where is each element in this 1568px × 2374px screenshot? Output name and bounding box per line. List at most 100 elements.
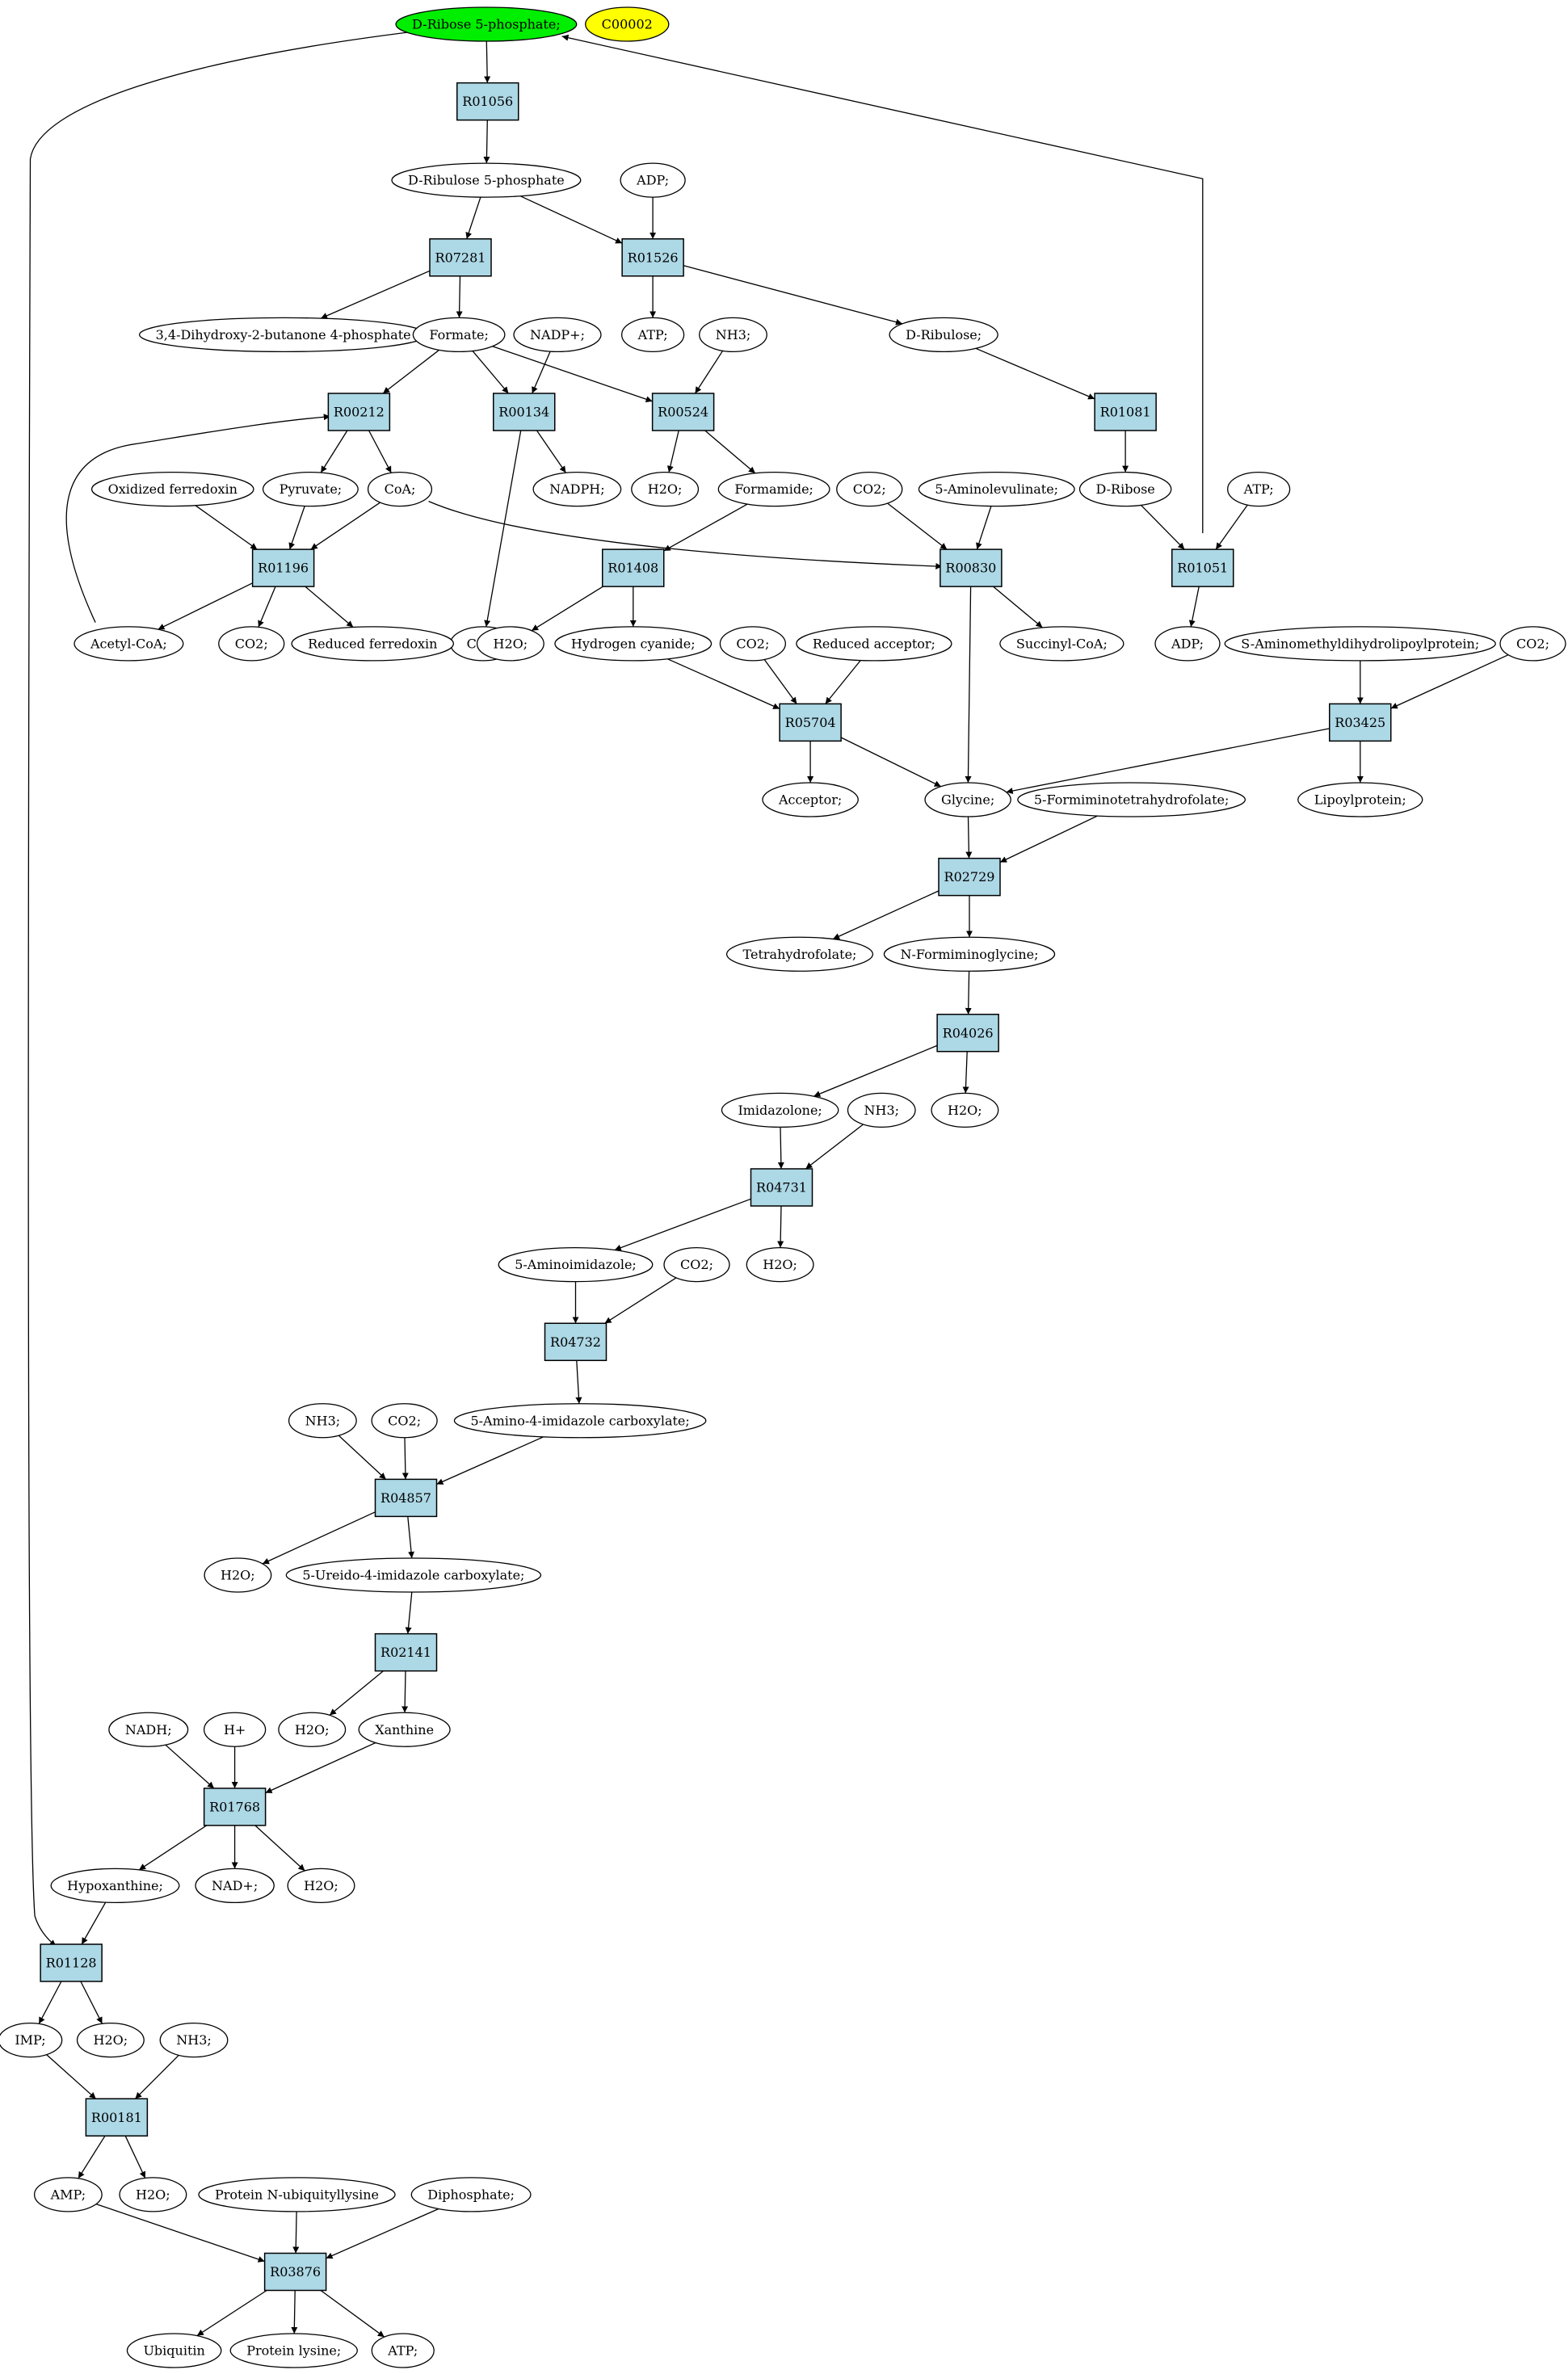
- compound-node-ubiquitin[interactable]: Ubiquitin: [126, 2333, 222, 2368]
- compound-node-nh3-c[interactable]: NH3;: [288, 1403, 357, 1439]
- compound-node-succinylcoa[interactable]: Succinyl-CoA;: [999, 626, 1125, 662]
- compound-label: Lipoylprotein;: [1314, 792, 1406, 808]
- reaction-node-r00830[interactable]: R00830: [940, 548, 1003, 587]
- compound-node-ribulose5p[interactable]: D-Ribulose 5-phosphate: [391, 162, 582, 198]
- compound-node-adp-b[interactable]: ADP;: [1154, 626, 1221, 662]
- compound-node-c00002[interactable]: C00002: [585, 6, 670, 42]
- compound-node-acceptor[interactable]: Acceptor;: [762, 782, 859, 817]
- compound-node-nh3-d[interactable]: NH3;: [159, 2022, 229, 2058]
- reaction-node-r01768[interactable]: R01768: [203, 1788, 267, 1826]
- compound-node-co2-b[interactable]: CO2;: [836, 471, 903, 507]
- edge-r04026-to-imidazolone: [813, 1044, 938, 1097]
- compound-label: 5-Formiminotetrahydrofolate;: [1034, 792, 1230, 808]
- reaction-node-r01526[interactable]: R01526: [621, 238, 684, 277]
- compound-label: ADP;: [636, 173, 669, 188]
- edge-r00212-to-coa: [368, 430, 392, 473]
- reaction-node-r00181[interactable]: R00181: [85, 2098, 149, 2137]
- compound-node-acetylcoa[interactable]: Acetyl-CoA;: [74, 626, 184, 662]
- reaction-node-r01408[interactable]: R01408: [602, 548, 665, 587]
- reaction-node-r00524[interactable]: R00524: [651, 393, 715, 431]
- compound-label: ATP;: [1243, 481, 1274, 497]
- reaction-node-r04732[interactable]: R04732: [544, 1322, 607, 1361]
- compound-node-atp-c[interactable]: ATP;: [371, 2333, 435, 2368]
- compound-node-hcn[interactable]: Hydrogen cyanide;: [554, 626, 713, 662]
- compound-node-aminoimidazole[interactable]: 5-Aminoimidazole;: [498, 1246, 654, 1283]
- compound-node-formiminothf[interactable]: 5-Formiminotetrahydrofolate;: [1017, 782, 1246, 817]
- compound-label: ATP;: [637, 327, 668, 342]
- compound-node-redferredoxin[interactable]: Reduced ferredoxin: [291, 626, 455, 662]
- compound-node-imp[interactable]: IMP;: [0, 2022, 63, 2058]
- compound-node-diphosphate[interactable]: Diphosphate;: [410, 2177, 532, 2212]
- compound-node-aicarboxylate[interactable]: 5-Amino-4-imidazole carboxylate;: [453, 1403, 707, 1439]
- reaction-node-r02729[interactable]: R02729: [938, 857, 1001, 897]
- compound-node-co2-e[interactable]: CO2;: [1499, 626, 1566, 662]
- reaction-node-r04857[interactable]: R04857: [374, 1478, 438, 1518]
- compound-node-co2-f[interactable]: CO2;: [663, 1246, 730, 1283]
- compound-node-adp-a[interactable]: ADP;: [620, 162, 686, 198]
- reaction-node-r01128[interactable]: R01128: [40, 1943, 103, 1982]
- compound-node-samdlp[interactable]: S-Aminomethyldihydrolipoylprotein;: [1224, 626, 1496, 662]
- compound-node-lipoylprotein[interactable]: Lipoylprotein;: [1297, 782, 1423, 817]
- compound-node-xanthine[interactable]: Xanthine: [358, 1712, 451, 1747]
- compound-node-imidazolone[interactable]: Imidazolone;: [721, 1092, 839, 1128]
- compound-node-pyruvate[interactable]: Pyruvate;: [262, 471, 359, 507]
- compound-node-thf[interactable]: Tetrahydrofolate;: [725, 936, 874, 972]
- reaction-node-r03425[interactable]: R03425: [1329, 703, 1392, 742]
- compound-node-atp-a[interactable]: ATP;: [621, 317, 685, 353]
- reaction-node-r04026[interactable]: R04026: [936, 1014, 999, 1053]
- compound-node-glycine[interactable]: Glycine;: [924, 782, 1011, 817]
- reaction-node-r04731[interactable]: R04731: [750, 1168, 813, 1207]
- reaction-node-r00134[interactable]: R00134: [493, 393, 556, 431]
- compound-node-h2o-h[interactable]: H2O;: [76, 2022, 145, 2058]
- compound-node-redacceptor[interactable]: Reduced acceptor;: [796, 626, 952, 662]
- compound-node-h2o-a[interactable]: H2O;: [631, 471, 700, 507]
- reaction-node-r05704[interactable]: R05704: [779, 703, 842, 742]
- reaction-node-r03876[interactable]: R03876: [263, 2252, 327, 2292]
- compound-node-co2-c[interactable]: CO2;: [218, 626, 285, 662]
- reaction-node-r07281[interactable]: R07281: [429, 238, 492, 277]
- compound-node-nadp[interactable]: NADP+;: [513, 317, 602, 353]
- compound-node-h2o-e[interactable]: H2O;: [204, 1557, 272, 1593]
- compound-node-nh3-b[interactable]: NH3;: [847, 1092, 916, 1128]
- compound-node-ureidoimidazole[interactable]: 5-Ureido-4-imidazole carboxylate;: [285, 1557, 542, 1593]
- reaction-node-r01196[interactable]: R01196: [251, 548, 315, 587]
- edge-acetylcoa-to-r00212: [65, 414, 330, 623]
- compound-node-formate[interactable]: Formate;: [412, 317, 506, 353]
- compound-node-h2o-f[interactable]: H2O;: [278, 1712, 347, 1747]
- reaction-node-r01051[interactable]: R01051: [1171, 548, 1234, 587]
- reaction-label: R04026: [943, 1025, 994, 1040]
- compound-node-nformiminoglycine[interactable]: N-Formiminoglycine;: [883, 936, 1056, 972]
- compound-node-protubiquityllysine[interactable]: Protein N-ubiquityllysine: [198, 2177, 396, 2212]
- compound-node-h2o-d[interactable]: H2O;: [746, 1246, 814, 1283]
- compound-node-dribulose[interactable]: D-Ribulose;: [889, 317, 998, 353]
- edge-hcn-to-r05704: [666, 658, 780, 710]
- reaction-node-r00212[interactable]: R00212: [327, 393, 391, 431]
- compound-node-nadph[interactable]: NADPH;: [532, 471, 622, 507]
- compound-node-nh3-a[interactable]: NH3;: [699, 317, 767, 353]
- reaction-node-r02141[interactable]: R02141: [374, 1632, 438, 1672]
- reaction-node-r01081[interactable]: R01081: [1094, 393, 1157, 431]
- compound-node-h2o-g[interactable]: H2O;: [287, 1868, 355, 1904]
- compound-node-hypoxanthine[interactable]: Hypoxanthine;: [50, 1868, 180, 1904]
- compound-node-proteinlysine[interactable]: Protein lysine;: [229, 2333, 358, 2368]
- compound-node-dribose[interactable]: D-Ribose: [1078, 471, 1172, 507]
- compound-node-nad[interactable]: NAD+;: [195, 1868, 275, 1904]
- compound-node-hplus[interactable]: H+: [203, 1712, 267, 1747]
- reaction-node-r01056[interactable]: R01056: [456, 82, 519, 121]
- compound-node-h2o-i[interactable]: H2O;: [119, 2177, 187, 2212]
- compound-node-ribose5p[interactable]: D-Ribose 5-phosphate;: [395, 6, 578, 42]
- compound-node-dihydroxybutanone[interactable]: 3,4-Dihydroxy-2-butanone 4-phosphate: [138, 317, 428, 353]
- compound-node-oxferredoxin[interactable]: Oxidized ferredoxin: [90, 471, 254, 507]
- compound-node-formamide[interactable]: Formamide;: [717, 471, 830, 507]
- compound-node-co2-d[interactable]: CO2;: [719, 626, 786, 662]
- compound-node-atp-b[interactable]: ATP;: [1227, 471, 1291, 507]
- compound-label: 3,4-Dihydroxy-2-butanone 4-phosphate: [156, 327, 411, 342]
- compound-node-aminolevulinate[interactable]: 5-Aminolevulinate;: [918, 471, 1075, 507]
- compound-node-h2o-c[interactable]: H2O;: [931, 1092, 999, 1128]
- compound-node-amp[interactable]: AMP;: [33, 2177, 103, 2212]
- compound-node-nadh[interactable]: NADH;: [108, 1712, 189, 1747]
- compound-node-coa[interactable]: CoA;: [367, 471, 433, 507]
- compound-node-h2o-b[interactable]: H2O;: [476, 626, 544, 662]
- compound-node-co2-g[interactable]: CO2;: [371, 1403, 438, 1439]
